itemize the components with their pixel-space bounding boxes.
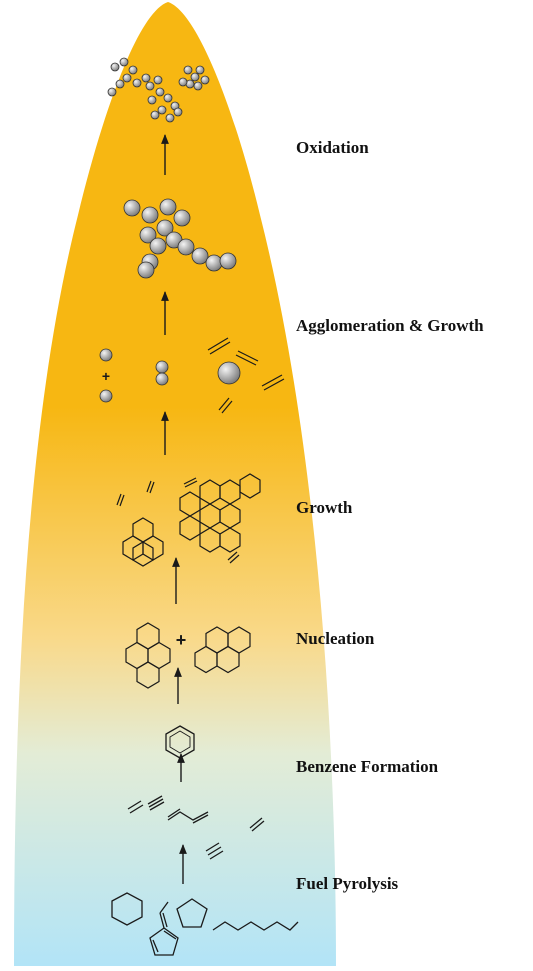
- pah-large: [179, 473, 261, 553]
- oxidized-particle: [153, 75, 163, 85]
- oxidized-particle: [155, 87, 165, 97]
- ethylene-fragment-2: [249, 817, 263, 829]
- oxidized-particle: [190, 72, 200, 82]
- label-nucleation: Nucleation: [296, 629, 375, 648]
- primary-particle: [159, 198, 177, 216]
- oxidized-particle: [193, 81, 203, 91]
- butadiene-fragment: [167, 811, 209, 821]
- grown-particle: [217, 361, 241, 385]
- oxidized-particle: [115, 79, 125, 89]
- growth-pahs: [116, 473, 261, 567]
- growth-fragment-3: [183, 477, 197, 485]
- primary-particle: [219, 252, 237, 270]
- oxidized-particle: [163, 93, 173, 103]
- primary-particle: [139, 226, 157, 244]
- pyrene-molecule-left: [125, 622, 171, 689]
- label-benzene-formation: Benzene Formation: [296, 757, 439, 776]
- oxidized-particle: [173, 107, 183, 117]
- oxidized-particle: [145, 81, 155, 91]
- oxidized-particle: [157, 105, 167, 115]
- label-agglomeration-growth: Agglomeration & Growth: [296, 316, 484, 335]
- oxidized-particle: [132, 78, 142, 88]
- acetylene-fragment-2: [205, 842, 220, 852]
- pyrene-molecule-right: [194, 626, 251, 674]
- oxidized-particle: [183, 65, 193, 75]
- oxidized-aggregates: [107, 57, 210, 123]
- fulvene-ring-molecule: [149, 927, 179, 956]
- oxidized-particle: [122, 73, 132, 83]
- oxidized-particle: [195, 65, 205, 75]
- ethylene-fragment: [127, 800, 142, 810]
- oxidized-particle: [107, 87, 117, 97]
- primary-particle: [177, 238, 195, 256]
- oxidized-particle: [128, 65, 138, 75]
- flame-shape: [14, 2, 336, 966]
- label-oxidation: Oxidation: [296, 138, 369, 157]
- growth-fragment-4: [227, 551, 238, 561]
- plus-sign-nucleation: +: [176, 630, 187, 650]
- coalesced-particle-top: [155, 360, 169, 374]
- soot-aggregate: [123, 198, 237, 279]
- primary-particle: [191, 247, 209, 265]
- nucleation-pyrenes: [125, 622, 251, 689]
- agglomeration-particles: [99, 348, 241, 403]
- oxidized-particle: [110, 62, 120, 72]
- small-particle-2: [99, 389, 113, 403]
- cyclohexane-molecule: [111, 892, 143, 926]
- cyclopentane-molecule: [176, 898, 208, 928]
- acetylene-fragment: [147, 795, 163, 805]
- label-growth: Growth: [296, 498, 353, 517]
- fulvene-exocyclic-bond: [159, 912, 165, 929]
- small-particle-1: [99, 348, 113, 362]
- growth-fragment-1: [116, 493, 122, 506]
- surface-growth-fragments: [207, 337, 285, 414]
- pah-small: [122, 517, 164, 567]
- primary-particle: [156, 219, 174, 237]
- hexane-molecule: [212, 921, 299, 931]
- oxidized-particle: [141, 73, 151, 83]
- primary-particle: [123, 199, 141, 217]
- primary-particle: [141, 206, 159, 224]
- oxidized-particle: [150, 110, 160, 120]
- oxidized-particle: [147, 95, 157, 105]
- fuel-molecules: [111, 795, 299, 956]
- growth-fragment-2: [146, 480, 152, 493]
- oxidized-particle: [119, 57, 129, 67]
- label-fuel-pyrolysis: Fuel Pyrolysis: [296, 874, 399, 893]
- coalesced-particle-bottom: [155, 372, 169, 386]
- primary-particle: [149, 237, 167, 255]
- oxidized-particle: [200, 75, 210, 85]
- plus-sign-agglomeration: +: [102, 368, 110, 384]
- primary-particle: [173, 209, 191, 227]
- oxidized-particle: [178, 77, 188, 87]
- primary-particle: [205, 254, 223, 272]
- primary-particle: [137, 261, 155, 279]
- benzene-molecule: [165, 725, 195, 759]
- oxidized-particle: [165, 113, 175, 123]
